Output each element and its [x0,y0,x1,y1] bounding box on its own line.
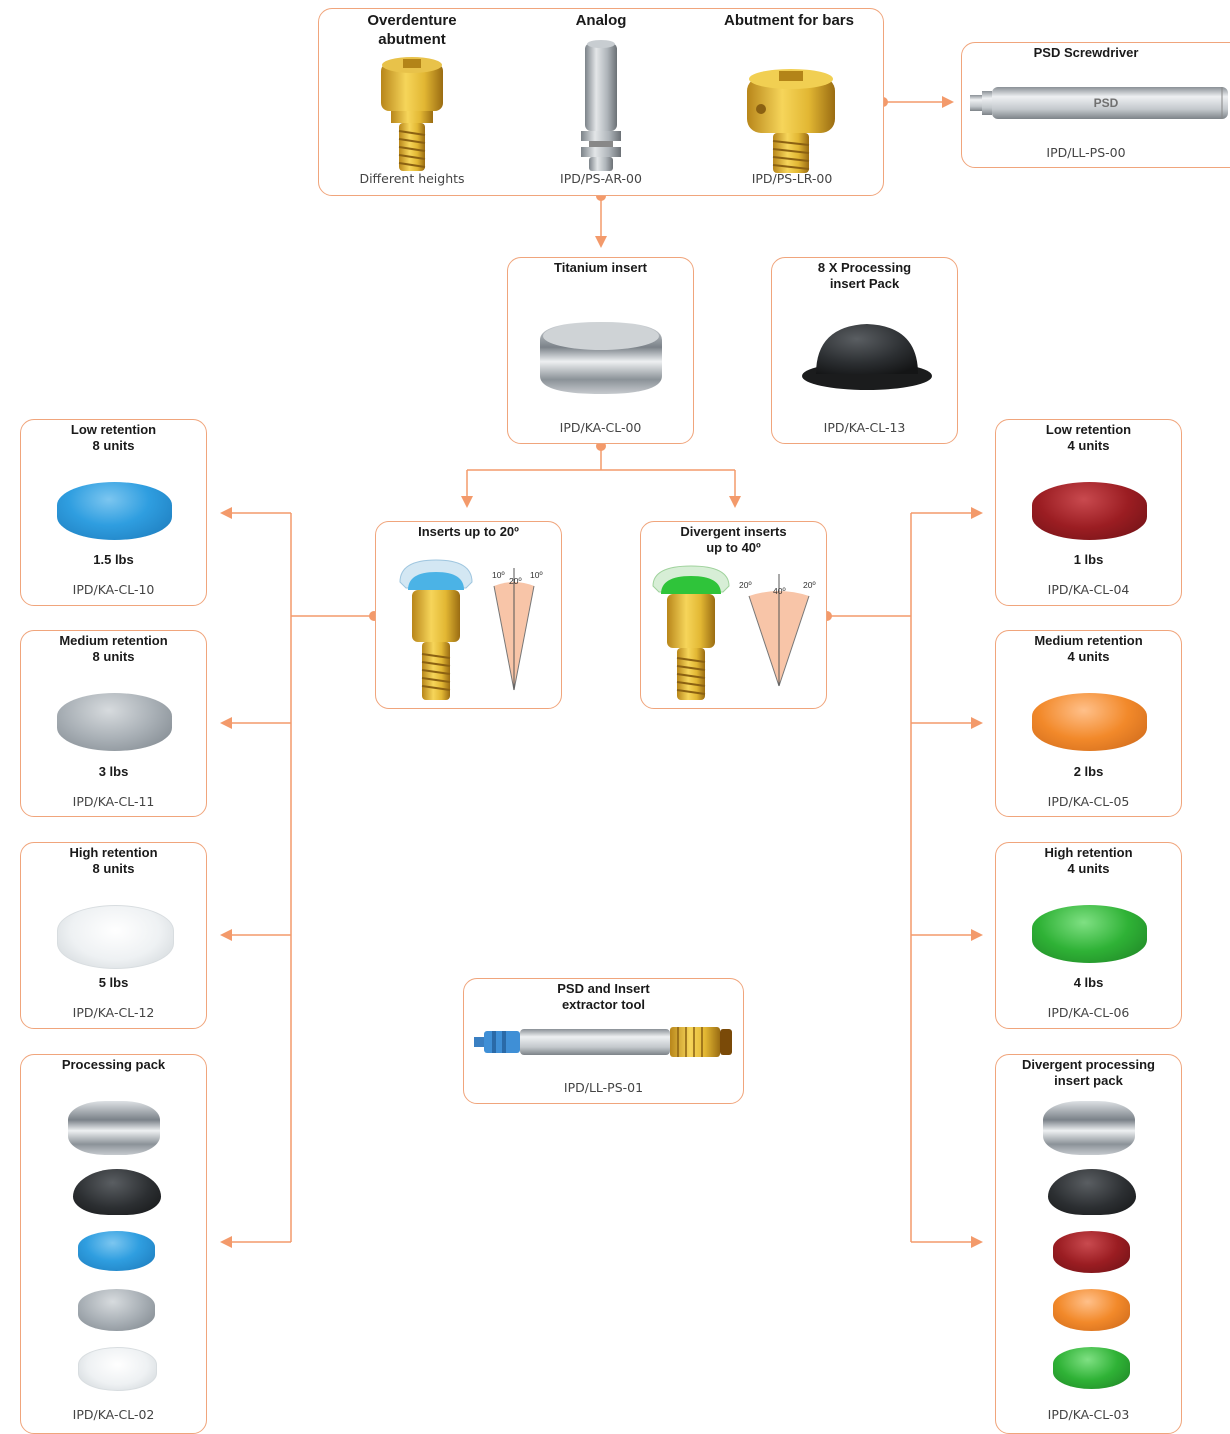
left-low-retention-box: Low retention 8 units 1.5 lbs IPD/KA-CL-… [20,419,207,606]
processing-pack-black-cap-image [73,1169,161,1215]
processing-pack-code: IPD/KA-CL-02 [72,1407,155,1422]
screwdriver-label: PSD [1094,96,1119,110]
left-high-retention-box: High retention 8 units 5 lbs IPD/KA-CL-1… [20,842,207,1029]
extractor-box: PSD and Insert extractor tool IPD/LL-PS-… [463,978,744,1104]
right-high-code: IPD/KA-CL-06 [1047,1005,1130,1020]
extractor-title: PSD and Insert extractor tool [557,981,650,1012]
right-low-weight: 1 lbs [1073,552,1104,567]
divergent-40-box: Divergent inserts up to 40º 20º 40º 20º [640,521,827,709]
processing-8-code: IPD/KA-CL-13 [823,420,906,435]
extractor-tool-image [474,1027,732,1057]
divergent-pack-box: Divergent processing insert pack IPD/KA-… [995,1054,1182,1434]
divergent-pack-black-cap-image [1048,1169,1136,1215]
right-medium-weight: 2 lbs [1073,764,1104,779]
inserts-20-angle-right: 10º [530,570,543,580]
inserts-20-angle-diagram: 10º 20º 10º [492,568,543,691]
processing-8-image [802,324,932,390]
bars-abutment-image [747,69,835,173]
left-medium-retention-box: Medium retention 8 units 3 lbs IPD/KA-CL… [20,630,207,817]
left-low-code: IPD/KA-CL-10 [72,582,155,597]
screwdriver-box: PSD Screwdriver PSD IPD/LL-PS-00 [961,42,1230,168]
screwdriver-code: IPD/LL-PS-00 [1046,145,1126,160]
right-high-weight: 4 lbs [1073,975,1104,990]
divergent-40-title: Divergent inserts up to 40º [680,524,787,555]
processing-pack-clear-cap-image [78,1347,157,1391]
right-low-code: IPD/KA-CL-04 [1047,582,1130,597]
left-medium-cap-image [57,693,172,751]
processing-pack-box: Processing pack IPD/KA-CL-02 [20,1054,207,1434]
extractor-code: IPD/LL-PS-01 [563,1080,644,1095]
processing-pack-blue-cap-image [78,1231,155,1271]
divergent-40-abutment-image [652,565,730,700]
divergent-40-angle-diagram: 20º 40º 20º [739,574,816,687]
analog-title: Analog [575,12,627,29]
processing-8-title: 8 X Processing insert Pack [817,260,912,291]
screwdriver-image: PSD [970,87,1228,119]
right-medium-code: IPD/KA-CL-05 [1047,794,1130,809]
inserts-20-abutment-image [399,559,473,700]
overdenture-title: Overdenture abutment [367,12,457,48]
divergent-pack-code: IPD/KA-CL-03 [1047,1407,1130,1422]
inserts-20-angle-center: 20º [509,576,522,586]
bars-title: Abutment for bars [723,12,854,29]
divergent-pack-titanium-image [1043,1101,1135,1155]
processing-pack-grey-cap-image [78,1289,155,1331]
left-low-weight: 1.5 lbs [93,552,134,567]
titanium-title: Titanium insert [554,260,647,275]
processing-pack-title: Processing pack [61,1057,166,1072]
divergent-40-angle-right: 20º [803,580,816,590]
right-high-title: High retention 4 units [1044,845,1133,876]
inserts-20-title: Inserts up to 20º [418,524,519,539]
screwdriver-title: PSD Screwdriver [1033,45,1139,60]
left-low-title: Low retention 8 units [70,422,157,453]
right-high-cap-image [1032,905,1147,963]
processing-8-box: 8 X Processing insert Pack IPD/KA-CL-13 [771,257,958,444]
processing-pack-titanium-image [68,1101,160,1155]
left-high-code: IPD/KA-CL-12 [72,1005,155,1020]
left-low-cap-image [57,482,172,540]
divergent-pack-red-cap-image [1053,1231,1130,1273]
analog-image [581,40,621,171]
left-high-weight: 5 lbs [98,975,129,990]
right-low-cap-image [1032,482,1147,540]
divergent-pack-green-cap-image [1053,1347,1130,1389]
inserts-20-box: Inserts up to 20º 10º 20º 10º [375,521,562,709]
right-high-retention-box: High retention 4 units 4 lbs IPD/KA-CL-0… [995,842,1182,1029]
divergent-40-angle-center: 40º [773,586,786,596]
right-medium-title: Medium retention 4 units [1034,633,1143,664]
right-low-retention-box: Low retention 4 units 1 lbs IPD/KA-CL-04 [995,419,1182,606]
analog-code: IPD/PS-AR-00 [560,171,642,186]
divergent-pack-orange-cap-image [1053,1289,1130,1331]
titanium-insert-image [540,322,662,394]
abutments-box: Overdenture abutment Analog Abutment for… [318,8,884,196]
overdenture-subtitle: Different heights [359,171,465,186]
inserts-20-angle-left: 10º [492,570,505,580]
right-low-title: Low retention 4 units [1045,422,1132,453]
divergent-40-angle-left: 20º [739,580,752,590]
left-high-title: High retention 8 units [69,845,158,876]
right-medium-cap-image [1032,693,1147,751]
left-medium-title: Medium retention 8 units [59,633,168,664]
divergent-pack-title: Divergent processing insert pack [1022,1057,1155,1088]
left-high-cap-image [57,905,174,969]
left-medium-code: IPD/KA-CL-11 [72,794,155,809]
right-medium-retention-box: Medium retention 4 units 2 lbs IPD/KA-CL… [995,630,1182,817]
titanium-code: IPD/KA-CL-00 [559,420,642,435]
bars-code: IPD/PS-LR-00 [751,171,833,186]
left-medium-weight: 3 lbs [98,764,129,779]
titanium-insert-box: Titanium insert IPD/KA-CL-00 [507,257,694,444]
overdenture-abutment-image [381,57,443,171]
